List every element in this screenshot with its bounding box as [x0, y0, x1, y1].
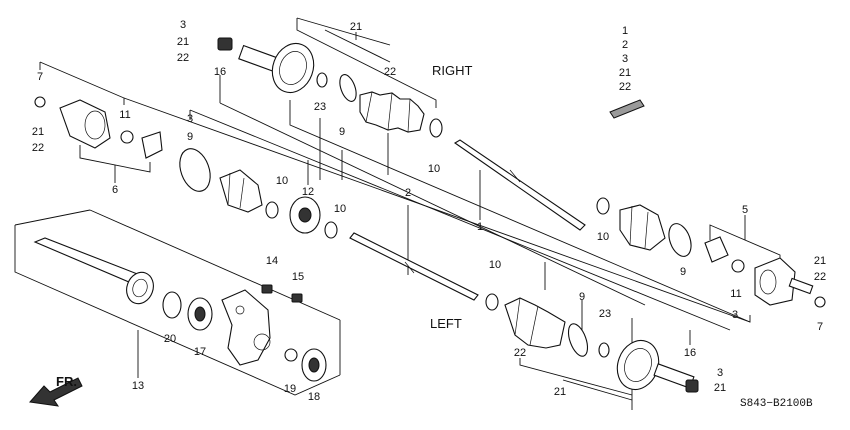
right-side-label: RIGHT — [432, 63, 473, 78]
shaft-left — [349, 232, 479, 301]
callout-2: 2 — [405, 187, 411, 199]
callout-13: 13 — [132, 380, 144, 392]
callout-16: 16 — [214, 66, 226, 78]
callout-10: 10 — [276, 175, 288, 187]
callout-18: 18 — [308, 391, 320, 403]
callout-22: 22 — [32, 142, 44, 154]
callout-22: 22 — [514, 347, 526, 359]
front-direction-arrow: FR. — [29, 374, 83, 407]
intermediate-shaft — [33, 237, 154, 305]
callout-9: 9 — [187, 131, 193, 143]
front-label: FR. — [56, 374, 77, 389]
bearing-parts — [162, 289, 327, 382]
callout-10: 10 — [428, 163, 440, 175]
callout-7: 7 — [37, 71, 43, 83]
kit-item-1: 1 — [622, 25, 628, 37]
callout-3: 3 — [717, 367, 723, 379]
callout-9: 9 — [579, 291, 585, 303]
callout-22: 22 — [177, 52, 189, 64]
callout-17: 17 — [194, 346, 206, 358]
callout-3: 3 — [187, 113, 193, 125]
callout-9: 9 — [339, 126, 345, 138]
callout-22: 22 — [814, 271, 826, 283]
callout-3: 3 — [180, 19, 186, 31]
grease-kit — [609, 99, 645, 119]
callout-21: 21 — [350, 21, 362, 33]
callout-21: 21 — [177, 36, 189, 48]
callout-14: 14 — [266, 255, 278, 267]
callout-21: 21 — [814, 255, 826, 267]
callout-23: 23 — [599, 308, 611, 320]
boot-band-right — [316, 72, 443, 138]
boot-left-upper — [179, 148, 338, 239]
callout-12: 12 — [302, 186, 314, 198]
bolts — [261, 284, 303, 303]
callout-6: 6 — [112, 184, 118, 196]
kit-item-3: 3 — [622, 53, 628, 65]
callout-21: 21 — [714, 382, 726, 394]
left-side-label: LEFT — [430, 316, 462, 331]
callout-3: 3 — [732, 309, 738, 321]
callout-10: 10 — [334, 203, 346, 215]
callout-10: 10 — [597, 231, 609, 243]
callout-7: 7 — [817, 321, 823, 333]
kit-item-4: 21 — [619, 67, 631, 79]
diagram-code: S843−B2100B — [740, 398, 813, 410]
inboard-joint-right — [596, 197, 826, 308]
kit-item-2: 2 — [622, 39, 628, 51]
callout-19: 19 — [284, 383, 296, 395]
callout-15: 15 — [292, 271, 304, 283]
kit-list: 1 2 3 21 22 — [619, 25, 631, 93]
callout-23: 23 — [314, 101, 326, 113]
callout-1: 1 — [477, 221, 483, 233]
callout-9: 9 — [680, 266, 686, 278]
callout-11: 11 — [119, 109, 130, 121]
outboard-joint-left — [485, 293, 699, 393]
leader-lines — [14, 17, 781, 410]
inboard-joint-upper — [34, 96, 163, 159]
callout-22: 22 — [384, 66, 396, 78]
nut-top — [217, 37, 233, 51]
callout-21: 21 — [554, 386, 566, 398]
callout-11: 11 — [730, 288, 741, 300]
callout-16: 16 — [684, 347, 696, 359]
callout-10: 10 — [489, 259, 501, 271]
callouts: 3 21 22 16 21 22 23 9 10 7 21 22 11 3 9 … — [32, 19, 826, 403]
callout-5: 5 — [742, 204, 748, 216]
kit-item-5: 22 — [619, 81, 631, 93]
callout-21: 21 — [32, 126, 44, 138]
callout-20: 20 — [164, 333, 176, 345]
shaft-right — [453, 139, 586, 231]
boot-right-outboard — [359, 91, 425, 133]
outboard-joint-right — [238, 42, 315, 94]
